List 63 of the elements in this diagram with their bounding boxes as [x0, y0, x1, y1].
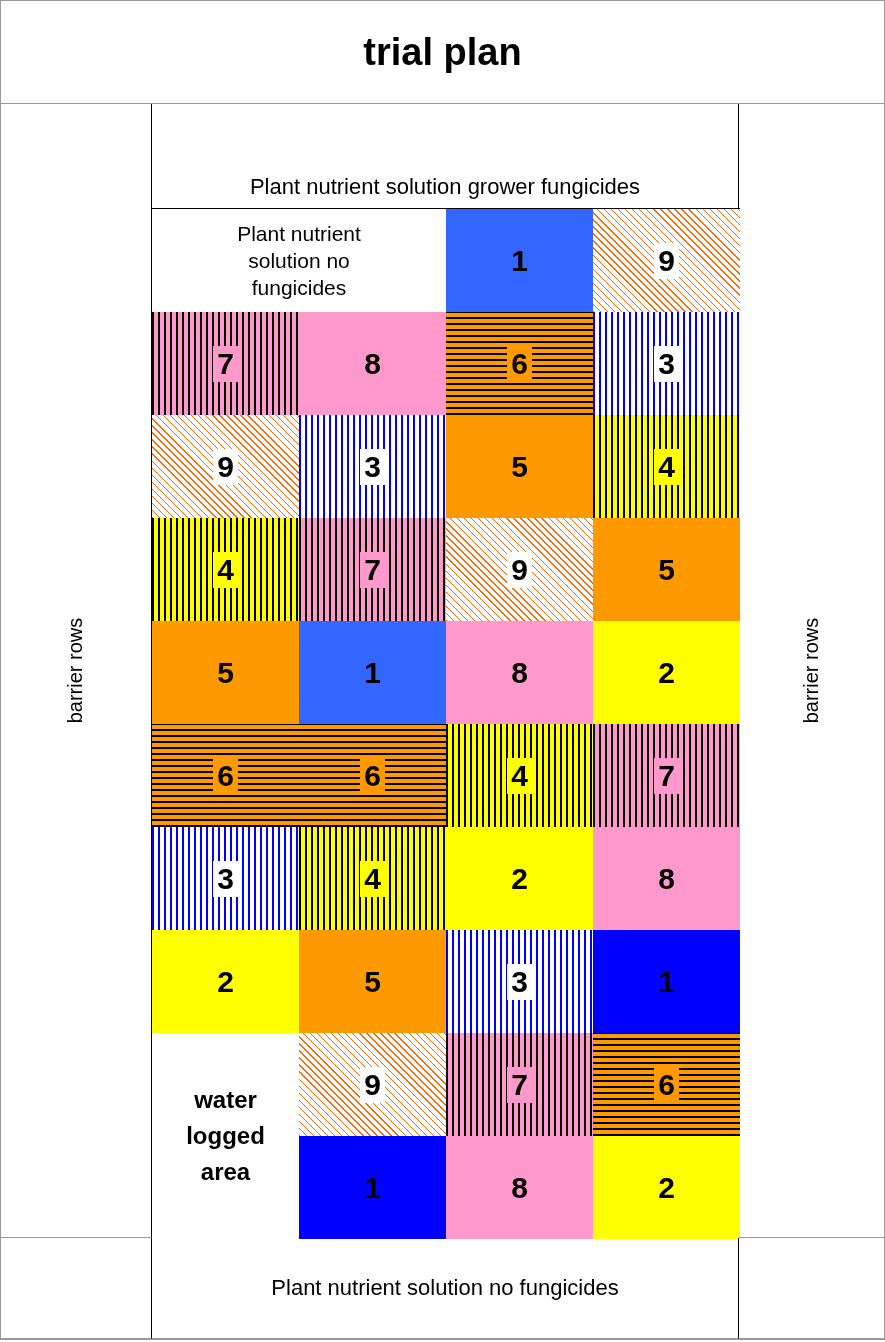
plot-cell [152, 518, 299, 621]
plot-cell [593, 415, 740, 518]
plot-cell [593, 724, 740, 827]
plot-cell [593, 1033, 740, 1136]
plot-cell [446, 1033, 593, 1136]
plot-cell [446, 827, 593, 930]
plot-cell [593, 312, 740, 415]
plot-cell [593, 209, 740, 312]
plot-cell [446, 930, 593, 1033]
plot-cell [446, 415, 593, 518]
treatment-number: 3 [507, 963, 532, 1000]
treatment-number: 6 [213, 757, 238, 794]
plot-cell [152, 827, 299, 930]
treatment-number: 7 [654, 757, 679, 794]
plot-cell [446, 621, 593, 724]
treatment-number: 4 [507, 757, 532, 794]
treatment-number: 4 [360, 860, 385, 897]
treatment-number: 3 [654, 345, 679, 382]
plot-cell [299, 518, 446, 621]
plot-cell [152, 724, 299, 827]
treatment-number: 7 [360, 551, 385, 588]
plot-cell [299, 827, 446, 930]
plot-cell [593, 1136, 740, 1239]
plot-cell [299, 312, 446, 415]
treatment-number: 9 [360, 1066, 385, 1103]
plot-cell [299, 724, 446, 827]
plot-label: water logged area [185, 1085, 266, 1187]
title: trial plan [363, 30, 522, 74]
side-label: barrier rows [64, 617, 88, 724]
plot-cell [299, 930, 446, 1033]
treatment-number: 4 [654, 448, 679, 485]
plot-cell [152, 930, 299, 1033]
treatment-number: 4 [213, 551, 238, 588]
treatment-label: Plant nutrient solution no fungicides [271, 1275, 619, 1301]
treatment-number: 9 [213, 448, 238, 485]
plot-cell [593, 518, 740, 621]
plot-cell [593, 621, 740, 724]
plot-cell [152, 415, 299, 518]
plot-cell [446, 209, 593, 312]
plot-cell [299, 1033, 446, 1136]
plot-cell [593, 827, 740, 930]
treatment-number: 7 [213, 345, 238, 382]
treatment-number: 6 [360, 757, 385, 794]
treatment-number: 3 [360, 448, 385, 485]
plot-cell [299, 415, 446, 518]
plot-cell [299, 621, 446, 724]
treatment-label: Plant nutrient solution grower fungicides [248, 174, 642, 200]
plot-cell [299, 1136, 446, 1239]
plot-cell [593, 930, 740, 1033]
treatment-number: 9 [507, 551, 532, 588]
plot-cell [446, 312, 593, 415]
plot-cell [446, 724, 593, 827]
plot-cell [152, 621, 299, 724]
treatment-number: 3 [213, 860, 238, 897]
side-label: barrier rows [800, 617, 823, 724]
treatment-number: 9 [654, 242, 679, 279]
treatment-number: 6 [507, 345, 532, 382]
plot-cell [446, 1136, 593, 1239]
treatment-number: 7 [507, 1066, 532, 1103]
plot-cell [152, 312, 299, 415]
plot-cell [446, 518, 593, 621]
treatment-number: 6 [654, 1066, 679, 1103]
plot-label: Plant nutrient solution no fungicides [236, 220, 362, 302]
